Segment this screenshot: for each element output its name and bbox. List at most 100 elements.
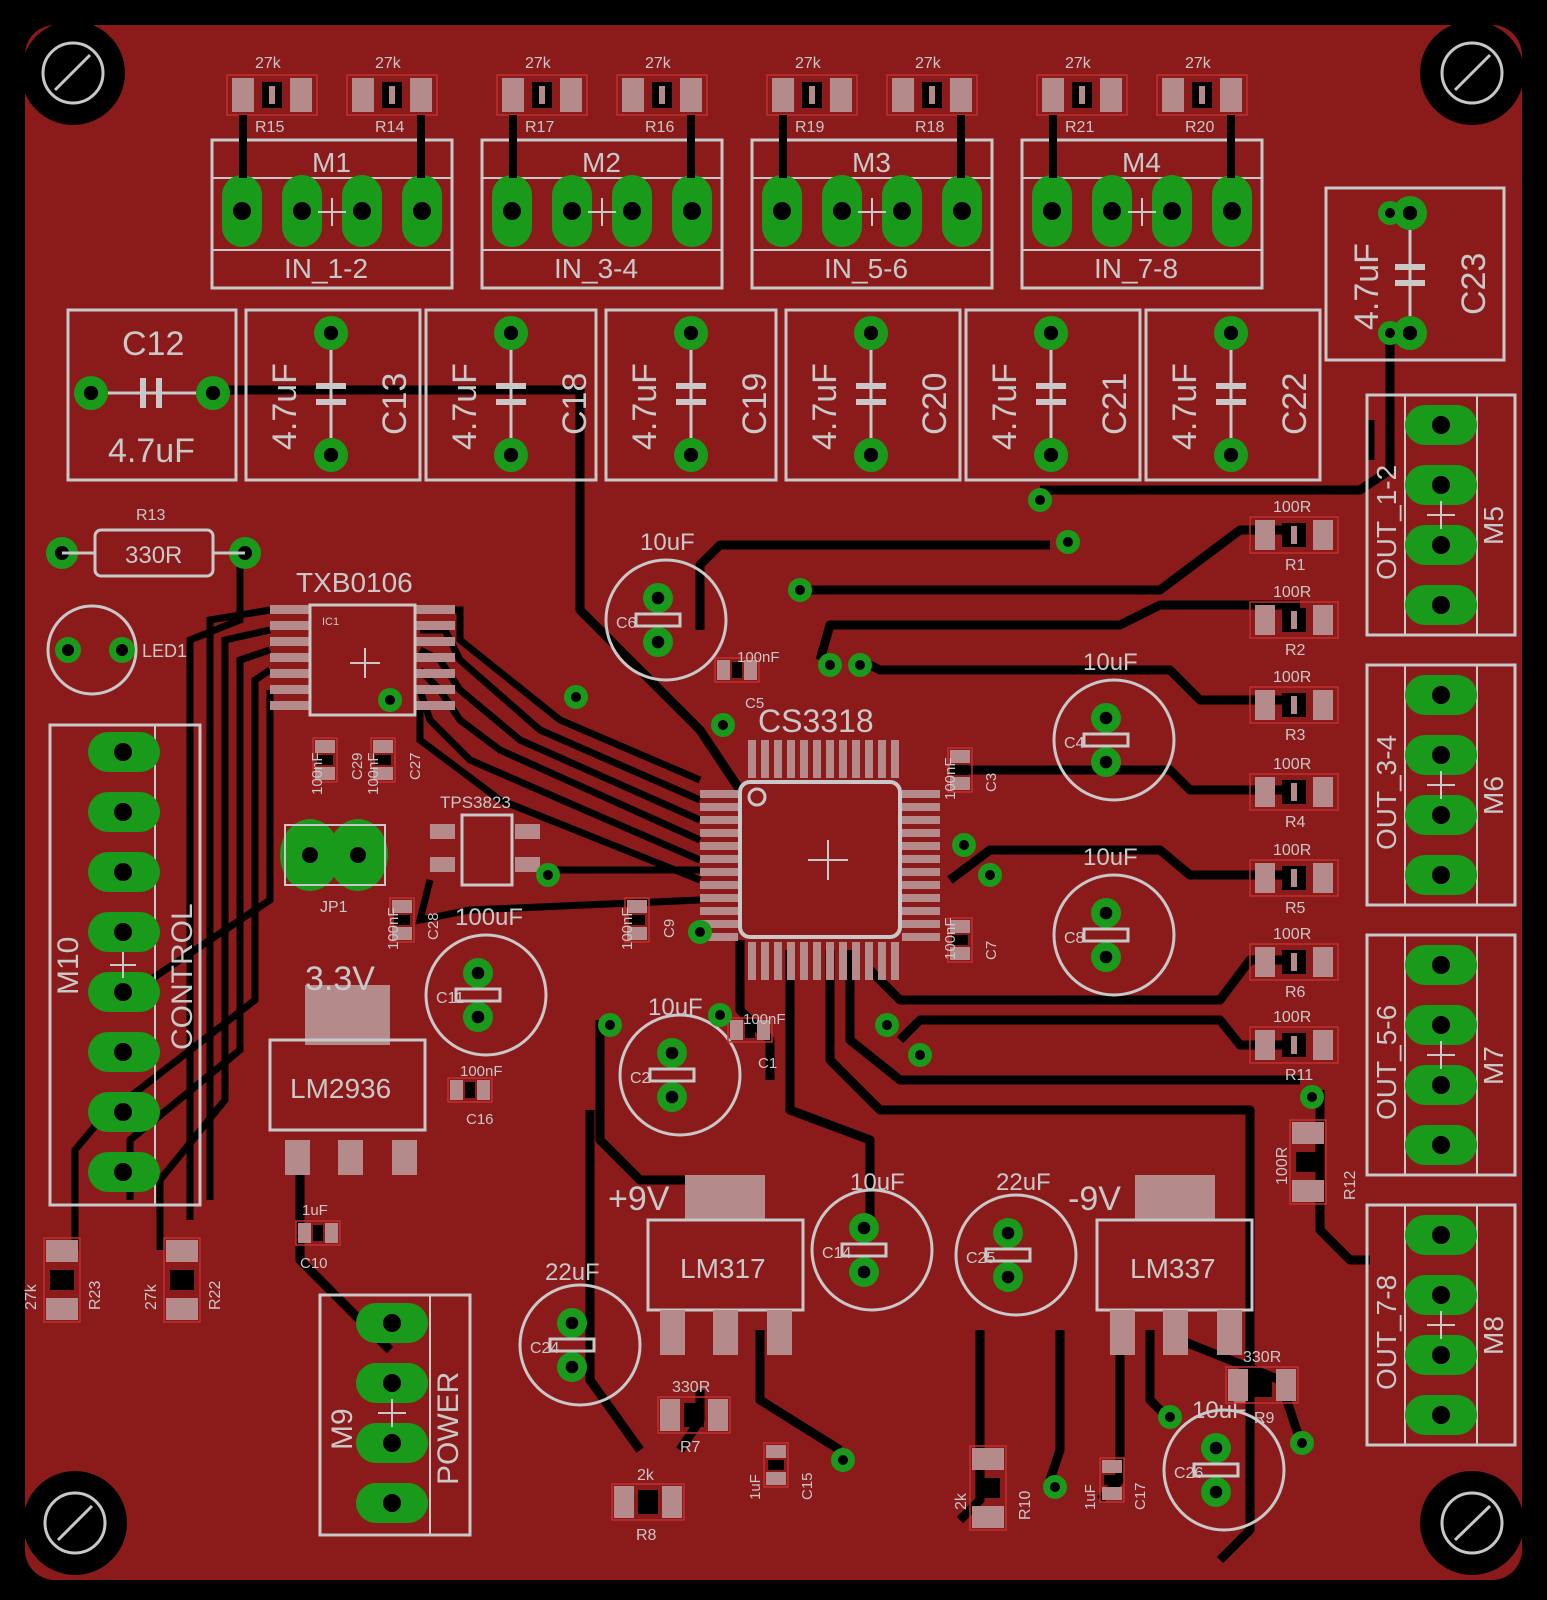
via-layer: [378, 201, 1402, 1499]
resistor-value: 100R: [1273, 669, 1311, 686]
resistor-name: R4: [1285, 814, 1306, 831]
resistor-name: R11: [1285, 1067, 1313, 1084]
input-resistor-value: 27k: [915, 55, 942, 72]
resistor-r22: 27k R22: [143, 1237, 224, 1323]
smd-cap-name: C7: [983, 941, 1000, 960]
output-connector-name: M7: [1478, 1046, 1509, 1085]
input-resistor-name: R21: [1065, 119, 1094, 136]
electrolytic-c26: 10uF C26: [1162, 1397, 1286, 1532]
output-connector-m7: M7 OUT_5-6: [1365, 933, 1517, 1177]
electrolytic-value: 22uF: [545, 1259, 600, 1286]
output-connector-name: M5: [1478, 506, 1509, 545]
input-resistor-value: 27k: [645, 55, 672, 72]
regulator-lm2936-label: LM2936: [290, 1073, 391, 1104]
resistor-name: R2: [1285, 642, 1306, 659]
electrolytic-value: 22uF: [996, 1169, 1051, 1196]
component-layer: M1IN_1-227kR1527kR14M2IN_3-427kR1727kR16…: [23, 55, 1517, 1544]
input-resistor-name: R15: [255, 119, 284, 136]
output-connector-label: OUT_5-6: [1371, 1005, 1402, 1120]
resistor-value: 2k: [953, 1492, 970, 1510]
resistor-value: 330R: [672, 1379, 710, 1396]
resistor-name: R12: [1342, 1171, 1359, 1200]
mounting-hole-br: [1420, 1471, 1524, 1575]
input-resistor-value: 27k: [525, 55, 552, 72]
electrolytic-name: C24: [530, 1340, 559, 1357]
regulator-lm2936: LM2936 3.3V: [268, 960, 427, 1175]
electrolytic-value: 10uF: [1192, 1397, 1247, 1424]
input-resistor-name: R19: [795, 119, 824, 136]
power-connector-label: POWER: [432, 1372, 465, 1485]
electrolytic-value: 10uF: [1083, 844, 1138, 871]
input-resistor-name: R17: [525, 119, 554, 136]
resistor-value: 27k: [143, 1283, 160, 1310]
cap-name: C19: [736, 373, 774, 435]
ic-cs3318-label: CS3318: [758, 703, 874, 739]
coupling-cap-c18: 4.7uF C18: [424, 308, 598, 482]
smd-cap-value: 100nF: [743, 1011, 786, 1028]
electrolytic-name: C26: [1174, 1465, 1203, 1482]
jumper-jp1-label: JP1: [320, 899, 348, 916]
resistor-value: 100R: [1273, 926, 1311, 943]
cap-name: C20: [916, 373, 954, 435]
electrolytic-name: C14: [822, 1245, 851, 1262]
smd-cap-name: C15: [799, 1472, 816, 1500]
input-resistor-value: 27k: [375, 55, 402, 72]
smd-cap-name: C27: [407, 752, 424, 780]
electrolytic-name: C6: [616, 615, 637, 632]
regulator-lm337-label: LM337: [1130, 1253, 1216, 1284]
resistor-r13: 330R R13: [46, 507, 261, 578]
input-connector-label: IN_3-4: [554, 253, 638, 284]
cap-value: 4.7uF: [446, 363, 484, 450]
smd-cap-name: C5: [745, 695, 764, 712]
smd-cap-name: C16: [466, 1111, 494, 1128]
resistor-name: R8: [636, 1527, 657, 1544]
resistor-name: R23: [87, 1281, 104, 1310]
cap-value: 4.7uF: [266, 363, 304, 450]
cap-name: C22: [1276, 373, 1314, 435]
smd-cap-name: C9: [661, 919, 678, 938]
smd-cap-value: 1uF: [302, 1202, 328, 1219]
mounting-hole-bl: [23, 1471, 127, 1575]
smd-cap-c10: 1uF C10: [295, 1202, 341, 1272]
electrolytic-value: 100uF: [455, 904, 523, 931]
electrolytic-c11: 100uF C11: [424, 904, 548, 1057]
smd-cap-name: C10: [300, 1255, 328, 1272]
input-resistor-value: 27k: [1185, 55, 1212, 72]
electrolytic-c24: 22uF C24: [518, 1259, 642, 1407]
smd-cap-name: C1: [758, 1055, 777, 1072]
smd-cap-name: C3: [983, 773, 1000, 792]
ic-tps3823: TPS3823: [430, 793, 540, 887]
regulator-lm317: LM317 +9V: [608, 1175, 805, 1355]
electrolytic-name: C11: [436, 990, 464, 1007]
resistor-name: R7: [680, 1439, 701, 1456]
output-connector-label: OUT_3-4: [1371, 735, 1402, 850]
cap-name: C18: [556, 373, 594, 435]
input-connector-name: M3: [852, 147, 891, 178]
input-resistor-name: R14: [375, 119, 404, 136]
resistor-name: R5: [1285, 900, 1306, 917]
resistor-name: R22: [207, 1281, 224, 1310]
